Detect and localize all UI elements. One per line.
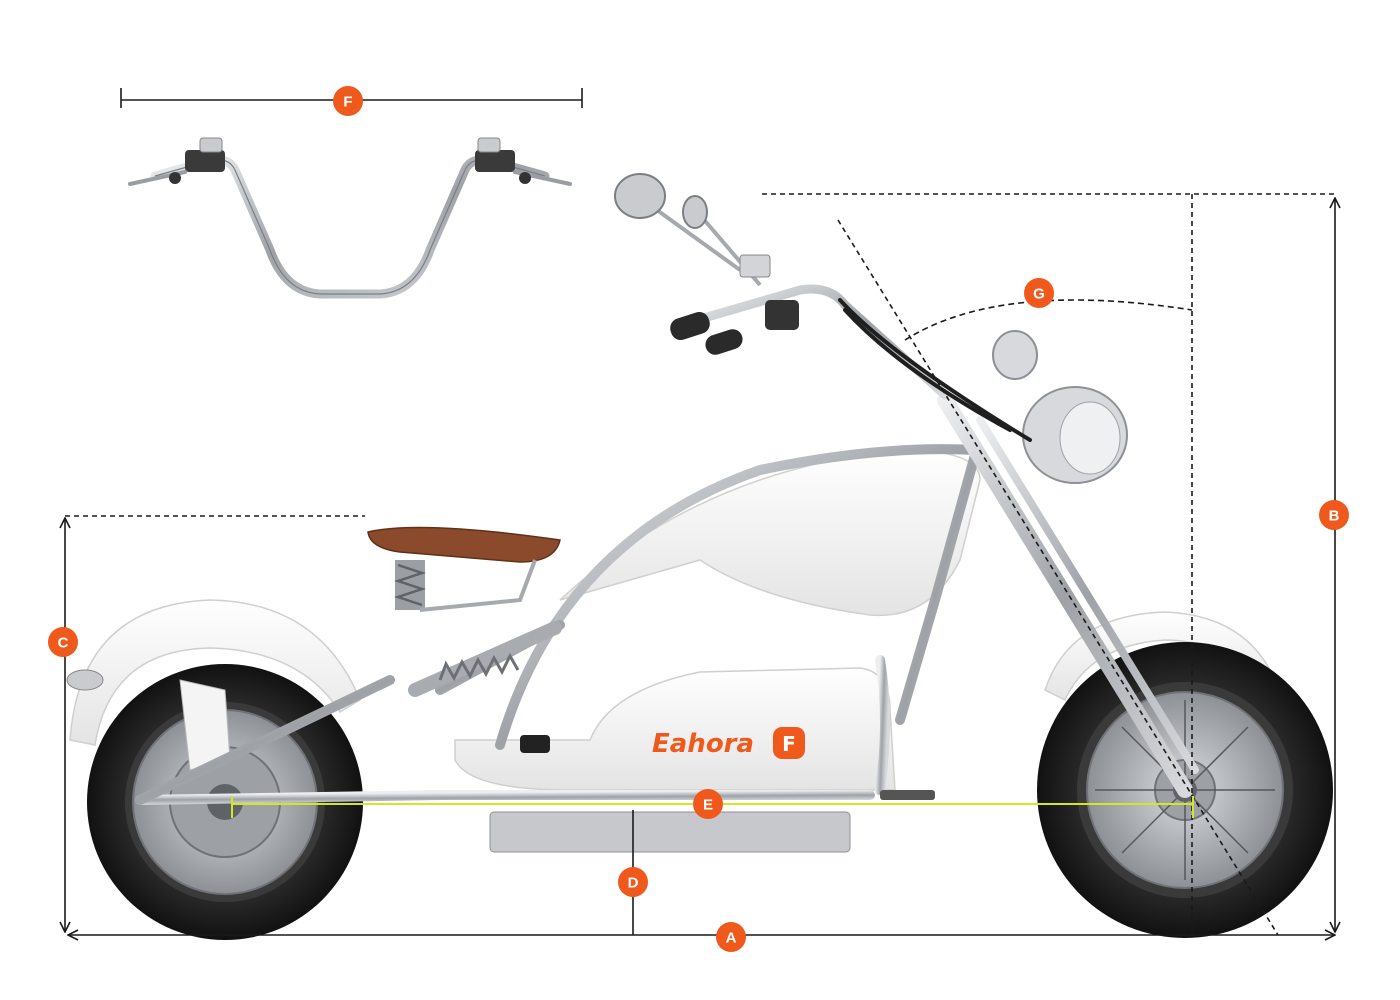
svg-text:G: G <box>1033 286 1045 303</box>
marker-d: D <box>618 867 648 897</box>
brand-logo-badge <box>773 727 805 759</box>
marker-a: A <box>716 922 746 952</box>
dimension-markers: F G B C E D A <box>48 86 1349 952</box>
svg-text:E: E <box>703 797 713 814</box>
marker-c: C <box>48 627 78 657</box>
svg-text:F: F <box>343 94 352 111</box>
brand-logo-text: Eahora <box>652 729 754 759</box>
marker-g: G <box>1024 278 1054 308</box>
svg-text:D: D <box>628 875 639 892</box>
svg-text:A: A <box>726 930 737 947</box>
handlebar-illustration <box>128 137 572 299</box>
marker-b: B <box>1319 500 1349 530</box>
scooter-illustration <box>66 173 1333 940</box>
svg-text:C: C <box>58 635 69 652</box>
marker-e: E <box>693 789 723 819</box>
svg-text:B: B <box>1329 508 1340 525</box>
brand-logo-badge-letter: F <box>782 732 796 756</box>
marker-f: F <box>333 86 363 116</box>
brand-logo: Eahora F <box>652 727 805 759</box>
